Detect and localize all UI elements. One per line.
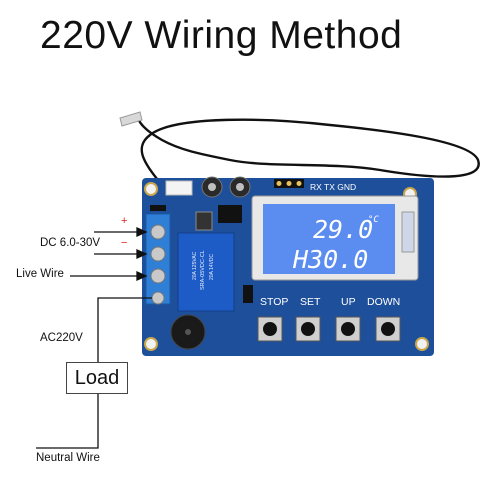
lcd-humidity: H30.0 — [292, 245, 368, 274]
wiring — [36, 226, 152, 449]
button-set[interactable] — [295, 316, 321, 342]
mount-hole — [144, 337, 158, 351]
relay-rating-text: 20A 125VAC — [192, 251, 198, 280]
mount-hole — [415, 337, 429, 351]
plus-sign: + — [121, 215, 127, 227]
button-up[interactable] — [335, 316, 361, 342]
relay — [177, 232, 235, 312]
chip — [150, 205, 166, 211]
load-box: Load — [66, 362, 128, 394]
terminal-screw — [150, 268, 166, 284]
button-label-set: SET — [300, 296, 321, 308]
button-stop[interactable] — [257, 316, 283, 342]
temperature-probe — [119, 111, 480, 196]
terminal-screw — [150, 224, 166, 240]
relay-rating-text: 20A 14VDC — [209, 253, 215, 280]
button-label-stop: STOP — [260, 296, 288, 308]
arrow-icon — [136, 270, 148, 282]
arrow-icon — [136, 226, 148, 238]
page-title: 220V Wiring Method — [40, 14, 403, 57]
relay-model-text: SRA-05VDC-CL — [200, 250, 206, 290]
button-label-down: DOWN — [367, 296, 400, 308]
live-wire-label: Live Wire — [16, 268, 64, 280]
minus-sign: − — [121, 237, 127, 249]
neutral-wire-label: Neutral Wire — [36, 452, 100, 464]
lcd-temperature: 29.0 — [313, 215, 373, 244]
button-down[interactable] — [375, 316, 401, 342]
sensor-connector — [165, 180, 193, 196]
inductor — [195, 211, 213, 231]
pcb-board — [142, 176, 434, 356]
chip — [218, 205, 242, 223]
terminal-screw — [151, 291, 165, 305]
ac220v-label: AC220V — [40, 332, 83, 344]
chip — [243, 285, 253, 303]
neutral-wire-line — [36, 394, 99, 449]
lcd-unit: °C — [368, 215, 379, 225]
dc-input-label: DC 6.0-30V — [40, 237, 101, 249]
mount-hole — [144, 182, 158, 196]
ac-load-wire — [97, 297, 152, 362]
arrow-icon — [136, 248, 148, 260]
terminal-screw — [150, 246, 166, 262]
button-label-up: UP — [341, 296, 356, 308]
lcd-screen — [263, 204, 395, 274]
header-pin-label: RX TX GND — [310, 182, 356, 192]
